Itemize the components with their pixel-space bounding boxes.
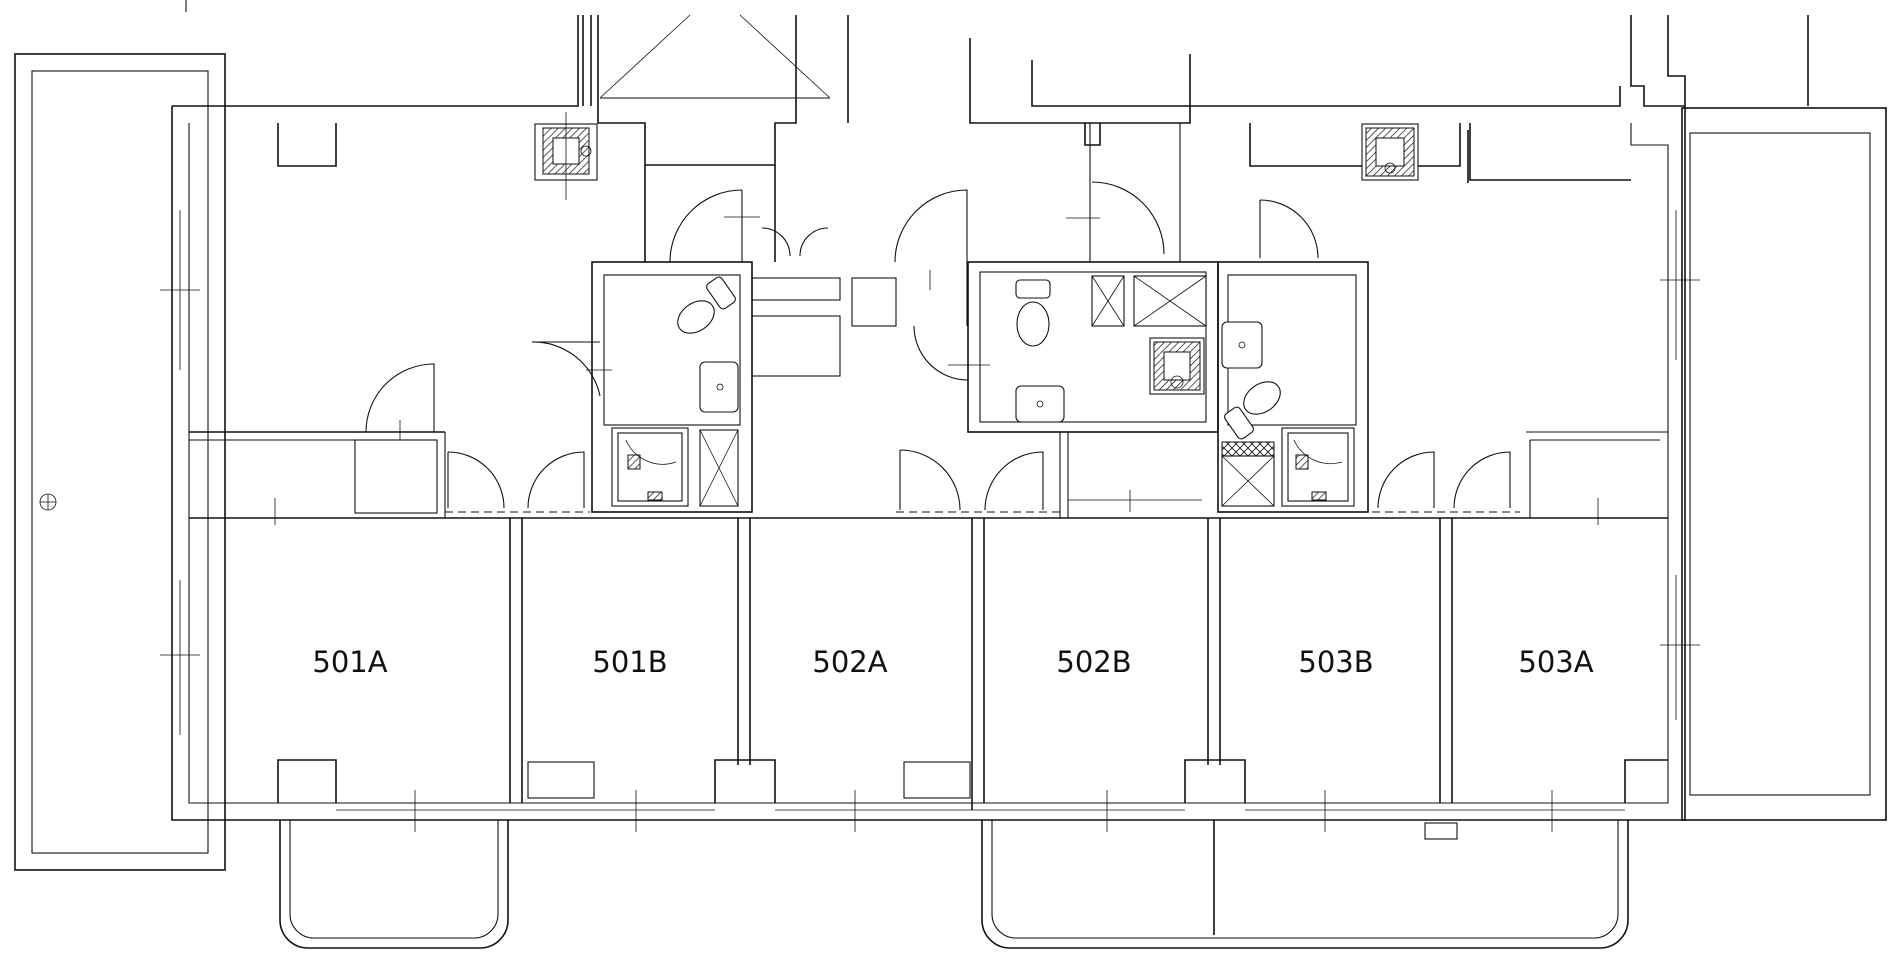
bathroom-left	[531, 261, 753, 513]
room-labels: 501A 501B 502A 502B 503B 503A	[312, 645, 1593, 679]
room-label-501b: 501B	[592, 645, 667, 679]
toilet-icon	[1015, 279, 1051, 347]
doors-502	[899, 432, 1202, 518]
shaft-cross-icon	[1091, 275, 1207, 327]
toilet-icon	[677, 276, 736, 334]
stair-well	[599, 14, 831, 99]
central-corridor	[644, 165, 897, 377]
shower-icon	[1149, 337, 1205, 395]
left-terrace	[14, 53, 226, 871]
left-living-area	[189, 363, 585, 519]
bathroom-right	[1217, 199, 1369, 513]
room-label-503a: 503A	[1518, 645, 1593, 679]
room-label-502a: 502A	[812, 645, 887, 679]
sink-icon	[699, 361, 739, 413]
circle-crosshair-icon	[39, 493, 57, 511]
shaft-cross-icon	[534, 112, 598, 200]
building-shell	[171, 0, 1809, 821]
shaft-cross-icon	[1361, 123, 1419, 181]
balconies	[279, 820, 1629, 949]
shower-icon	[611, 427, 689, 507]
room-label-501a: 501A	[312, 645, 387, 679]
shower-icon	[1281, 427, 1355, 507]
bathroom-center	[894, 123, 1219, 433]
room-row	[160, 210, 1700, 840]
sink-icon	[1015, 385, 1065, 423]
toilet-icon	[1224, 381, 1281, 440]
shaft-cross-icon	[1221, 441, 1275, 507]
room-label-503b: 503B	[1298, 645, 1373, 679]
right-living-area	[1377, 431, 1668, 525]
room-label-502b: 502B	[1056, 645, 1131, 679]
shaft-cross-icon	[699, 429, 739, 507]
sink-icon	[1221, 321, 1263, 369]
right-terrace	[1681, 107, 1887, 821]
